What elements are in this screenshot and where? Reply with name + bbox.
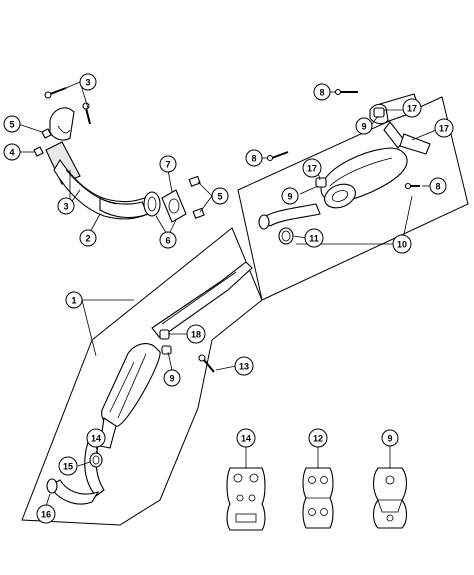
svg-text:9: 9 xyxy=(287,192,292,202)
leader-11 xyxy=(293,235,307,239)
callout-8-mid: 8 xyxy=(245,149,263,167)
svg-text:9: 9 xyxy=(169,374,174,384)
svg-text:10: 10 xyxy=(397,240,407,250)
svg-text:15: 15 xyxy=(63,462,73,472)
svg-text:2: 2 xyxy=(85,234,90,244)
bolt-8-top xyxy=(334,88,358,96)
front-exhaust-pipe xyxy=(33,107,161,220)
callout-14-isolator: 14 xyxy=(236,428,256,448)
svg-text:3: 3 xyxy=(63,202,68,212)
svg-text:8: 8 xyxy=(251,154,256,164)
callout-17-mid: 17 xyxy=(302,158,322,178)
callout-8-top: 8 xyxy=(313,83,331,101)
callout-3-lower: 3 xyxy=(57,197,75,215)
callout-17-top: 17 xyxy=(402,98,422,118)
callout-9-lower: 9 xyxy=(163,369,181,387)
svg-text:14: 14 xyxy=(91,434,101,444)
leader-1 xyxy=(81,299,134,357)
svg-text:9: 9 xyxy=(361,122,366,132)
leader-9a xyxy=(371,115,379,125)
callout-16: 16 xyxy=(36,504,56,524)
muffler-assembly xyxy=(258,93,431,245)
leader-15 xyxy=(77,461,91,467)
resonator-assembly xyxy=(46,261,253,505)
callout-6: 6 xyxy=(159,231,177,249)
muffler-assembly-frame xyxy=(237,96,469,301)
leader-7 xyxy=(167,169,173,193)
flange-gasket xyxy=(161,189,187,223)
svg-text:6: 6 xyxy=(165,236,170,246)
leader-13 xyxy=(215,365,237,371)
leader-5a xyxy=(17,123,43,133)
svg-text:4: 4 xyxy=(9,148,14,158)
callout-4: 4 xyxy=(3,143,21,161)
isolator-9 xyxy=(372,467,408,529)
svg-text:16: 16 xyxy=(41,510,51,520)
bolt-3-lower xyxy=(82,102,91,125)
svg-text:3: 3 xyxy=(85,78,90,88)
svg-text:1: 1 xyxy=(71,296,76,306)
callout-5-left: 5 xyxy=(3,115,21,133)
callout-2: 2 xyxy=(79,229,97,247)
leader-5b xyxy=(197,181,213,213)
svg-text:17: 17 xyxy=(439,124,449,134)
svg-text:14: 14 xyxy=(241,434,251,444)
svg-text:8: 8 xyxy=(319,88,324,98)
callout-9-mid: 9 xyxy=(281,187,299,205)
callout-9-isolator: 9 xyxy=(381,429,399,447)
callout-17-right: 17 xyxy=(434,118,454,138)
svg-text:18: 18 xyxy=(191,330,201,340)
callout-8-right: 8 xyxy=(429,177,447,195)
isolator-14 xyxy=(226,467,266,531)
callout-14-left: 14 xyxy=(86,428,106,448)
bolt-13 xyxy=(198,354,215,373)
svg-text:9: 9 xyxy=(387,434,392,444)
isolator-12 xyxy=(302,467,334,529)
svg-text:12: 12 xyxy=(313,434,323,444)
leader-9c xyxy=(167,351,173,371)
svg-text:7: 7 xyxy=(165,160,170,170)
callout-1: 1 xyxy=(65,291,83,309)
svg-text:5: 5 xyxy=(217,192,222,202)
callout-18: 18 xyxy=(186,324,206,344)
flange-nuts xyxy=(188,175,205,219)
leader-16 xyxy=(45,493,51,507)
callout-11: 11 xyxy=(304,228,324,248)
bolt-8-right xyxy=(404,182,420,190)
callout-10: 10 xyxy=(392,234,412,254)
leader-17b xyxy=(411,129,437,141)
callout-13: 13 xyxy=(234,356,254,376)
callout-3-upper: 3 xyxy=(79,73,97,91)
callout-12: 12 xyxy=(308,428,328,448)
svg-text:17: 17 xyxy=(407,104,417,114)
callout-7: 7 xyxy=(159,155,177,173)
callout-9-top: 9 xyxy=(355,117,373,135)
svg-text:17: 17 xyxy=(307,164,317,174)
svg-text:8: 8 xyxy=(435,182,440,192)
callout-5-right: 5 xyxy=(211,187,229,205)
bolt-8-mid xyxy=(266,151,289,162)
svg-text:13: 13 xyxy=(239,362,249,372)
svg-text:11: 11 xyxy=(309,234,319,244)
resonator-assembly-frame xyxy=(21,227,263,526)
svg-text:5: 5 xyxy=(9,120,14,130)
leader-9b xyxy=(299,185,319,195)
callout-15: 15 xyxy=(58,456,78,476)
